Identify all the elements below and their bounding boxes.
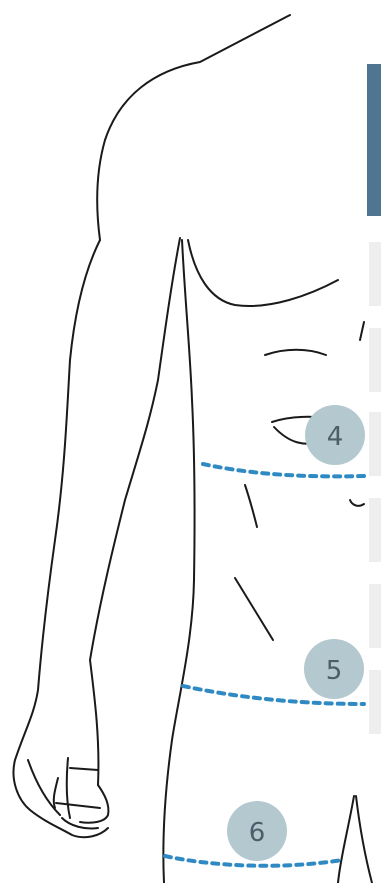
measurement-badge-label: 6 (249, 818, 266, 848)
side-panel-row[interactable] (369, 328, 381, 392)
side-panel-row[interactable] (369, 242, 381, 306)
side-panel-row[interactable] (369, 412, 381, 476)
measurement-badge-6: 6 (227, 801, 287, 861)
side-panel-row[interactable] (369, 498, 381, 562)
side-panel-row[interactable] (369, 584, 381, 648)
measurement-badge-5: 5 (304, 639, 364, 699)
side-panel-row[interactable] (369, 670, 381, 734)
measurement-badge-label: 4 (327, 422, 344, 452)
measurement-badge-label: 5 (326, 656, 343, 686)
measurement-badge-4: 4 (305, 405, 365, 465)
measurement-line-4 (203, 464, 364, 476)
side-panel-tab[interactable] (367, 64, 381, 216)
